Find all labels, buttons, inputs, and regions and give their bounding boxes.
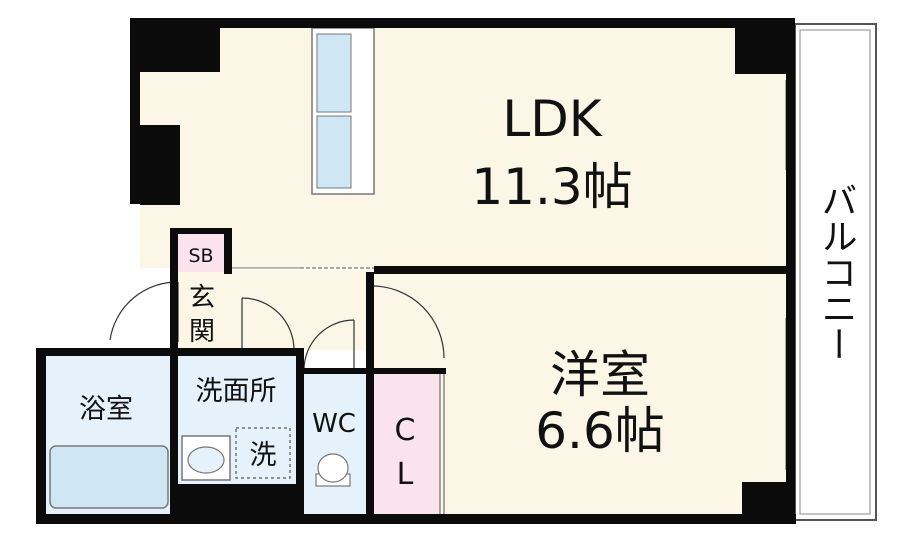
wall-bath-top [36,348,300,356]
wall-shoebox-top [170,228,232,234]
wall-bottom-right [742,482,794,518]
ldk-size-label: 11.3帖 [471,158,632,216]
toilet-door [303,319,355,371]
balcony-outline [794,23,877,521]
toilet-label: WC [312,409,356,439]
entrance-label-2: 関 [189,317,215,347]
wall-shoebox-right [224,228,232,274]
western-door [371,285,445,359]
shoebox-label: SB [188,245,213,267]
wall-toilet-left [296,348,304,518]
wall-left-outer [130,18,140,204]
kitchen-counter [311,27,375,195]
closet-floor [370,372,440,514]
entrance-label-1: 玄 [189,283,215,313]
western-size-label: 6.6帖 [535,402,665,460]
bath-label: 浴室 [79,394,133,425]
wall-bath-right [170,348,178,518]
balcony [794,23,877,521]
wall-top-right [735,18,795,74]
wall-western-top [374,266,794,274]
ldk-floor [140,28,785,268]
walls [36,18,796,524]
washer-label: 洗 [250,440,277,471]
wall-bath-left [36,348,46,518]
ldk-label: LDK [502,90,602,148]
washroom-label: 洗面所 [196,376,277,407]
bathtub [49,445,169,509]
wall-closet-top [374,368,446,374]
wall-top [220,18,736,28]
toilet-fixture [315,453,351,487]
balcony-label: バルコニー [816,182,857,362]
entrance-door [109,281,179,341]
wall-bottom [36,514,796,524]
washroom-door [241,297,295,351]
wall-left-block [140,125,180,205]
wash-basin [181,435,231,481]
wall-top-left [130,18,220,72]
closet-label-l: L [397,457,414,492]
wall-washroom-bottom [170,484,304,518]
closet-label-c: C [395,413,416,448]
wall-closet-left [366,272,374,518]
wall-entrance-left [170,228,178,348]
western-label: 洋室 [550,346,650,404]
closet-doors [439,374,445,514]
toilet-floor [300,372,370,514]
balcony-inner-line [799,29,871,515]
washer-area [235,427,291,479]
wall-toilet-top [304,368,366,374]
shoebox-floor [178,232,224,272]
